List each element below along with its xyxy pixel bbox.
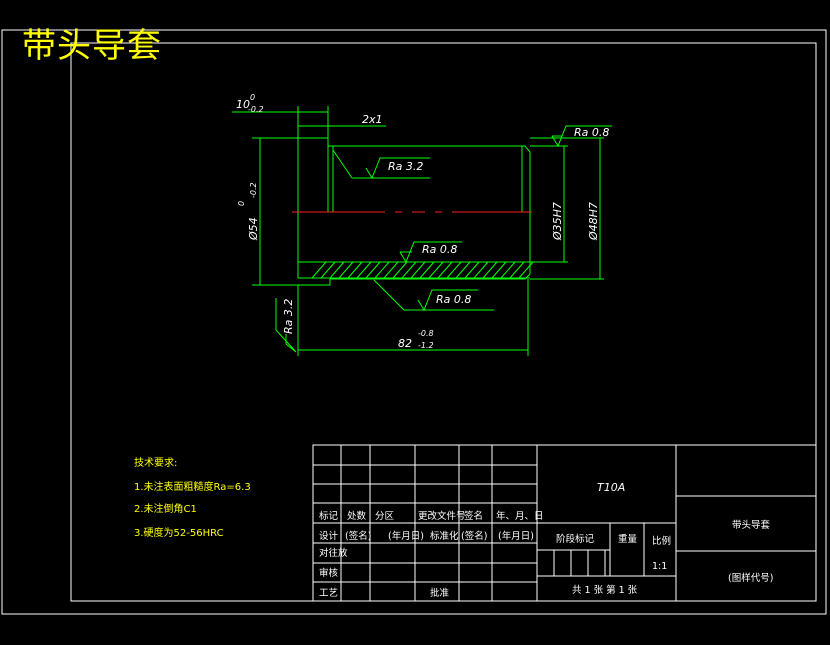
dim-bore-diameter-text: Ø35H7 xyxy=(551,202,564,241)
hatch-line xyxy=(392,261,408,279)
tb-design-sign: (签名) xyxy=(345,530,371,542)
tb-header-date: 年、月、日 xyxy=(496,510,544,522)
tb-design-label: 设计 xyxy=(319,530,339,542)
roughness-bore-text: Ra 0.8 xyxy=(422,243,457,256)
tb-approve: 批准 xyxy=(430,587,450,599)
hatch-line xyxy=(482,261,498,279)
dim-chamfer-text: 2x1 xyxy=(362,113,383,126)
tb-standard-sign: (签名) xyxy=(461,530,487,542)
hatch-line xyxy=(500,261,516,279)
hatch-line xyxy=(428,261,444,279)
tb-stage-mark: 阶段标记 xyxy=(556,533,595,545)
hatch-line xyxy=(365,261,381,279)
dim-total-upper: -0.8 xyxy=(418,329,434,338)
hatch-line xyxy=(473,261,489,279)
dim-total-length: 82 -0.8 -1.2 xyxy=(297,279,529,356)
hatch-line xyxy=(464,261,480,279)
dim-body-diameter: Ø48H7 xyxy=(530,137,604,280)
dim-total-lower: -1.2 xyxy=(418,341,434,350)
tech-requirements: 技术要求: 1.未注表面粗糙度Ra=6.3 2.未注倒角C1 3.硬度为52-5… xyxy=(134,456,251,539)
tb-sheets: 共 1 张 第 1 张 xyxy=(572,584,638,596)
tech-req-item-1: 1.未注表面粗糙度Ra=6.3 xyxy=(134,480,251,493)
hatch-line xyxy=(311,261,327,279)
roughness-groove: Ra 3.2 xyxy=(332,149,430,180)
tb-design-date: (年月日) xyxy=(388,530,424,542)
tb-scale: 比例 xyxy=(652,535,671,547)
hatch-line xyxy=(509,261,525,279)
dim-outer-diameter-text: Ø54 xyxy=(247,217,260,241)
roughness-lower-leader-text: Ra 0.8 xyxy=(436,293,471,306)
hatch-line xyxy=(374,261,390,279)
drawing-number-text: (图样代号) xyxy=(728,572,773,584)
hatch-line xyxy=(338,261,354,279)
sheet-outer-border xyxy=(1,29,827,615)
dim-length-top-lower: -0.2 xyxy=(248,105,264,114)
tb-standard-date: (年月日) xyxy=(498,530,534,542)
dim-chamfer: 2x1 xyxy=(298,113,386,127)
dim-outer-diameter: Ø54 0 -0.2 xyxy=(237,137,298,286)
hatch-line xyxy=(356,261,372,279)
tb-scale-value: 1:1 xyxy=(652,561,667,572)
dim-bore-diameter: Ø35H7 xyxy=(530,145,568,263)
hatch-line xyxy=(491,261,507,279)
material-text: T10A xyxy=(597,481,625,494)
tb-weight: 重量 xyxy=(618,533,638,545)
hatch-line xyxy=(518,261,534,279)
roughness-top-right-text: Ra 0.8 xyxy=(574,126,609,139)
dim-length-top: 10 0 -0.2 xyxy=(232,93,329,138)
tb-row-process: 工艺 xyxy=(319,588,338,599)
hatch-line xyxy=(446,261,462,279)
hatch-line xyxy=(401,261,417,279)
hatch-line xyxy=(320,261,336,279)
tech-req-heading: 技术要求: xyxy=(134,456,177,469)
roughness-left-face: Ra 3.2 xyxy=(275,298,297,353)
dim-outer-upper: 0 xyxy=(237,201,246,206)
tb-header-mark: 标记 xyxy=(319,510,339,522)
roughness-lower-leader: Ra 0.8 xyxy=(373,279,494,312)
hatch-line xyxy=(419,261,435,279)
part-name-text: 带头导套 xyxy=(732,519,771,531)
tb-header-sign: 签名 xyxy=(464,510,483,522)
hatch-line xyxy=(410,261,426,279)
title-block: T10A 带头导套 (图样代号) 标记 处数 分区 更改文件号 签名 年、月、日… xyxy=(312,444,817,602)
dim-body-diameter-text: Ø48H7 xyxy=(587,202,600,241)
tb-row-review: 审核 xyxy=(319,567,339,579)
roughness-top-right: Ra 0.8 xyxy=(551,125,612,148)
tech-req-item-2: 2.未注倒角C1 xyxy=(134,502,197,515)
hatch-line xyxy=(383,261,399,279)
roughness-groove-text: Ra 3.2 xyxy=(388,160,423,173)
hatch-line xyxy=(455,261,471,279)
tb-standard-label: 标准化 xyxy=(430,530,459,542)
dim-total-length-text: 82 xyxy=(398,337,412,350)
hatch-line xyxy=(329,261,345,279)
section-hatching xyxy=(300,261,534,279)
tb-row-check: 对往放 xyxy=(319,547,348,559)
part-section-view xyxy=(292,137,534,286)
dim-length-top-text: 10 xyxy=(236,98,250,111)
hatch-line xyxy=(347,261,363,279)
drawing-title: 带头导套 xyxy=(22,26,162,66)
roughness-bore: Ra 0.8 xyxy=(399,241,462,264)
tb-header-zone: 分区 xyxy=(375,511,395,522)
hatch-line xyxy=(437,261,453,279)
roughness-left-face-text: Ra 3.2 xyxy=(282,299,295,334)
dim-outer-lower: -0.2 xyxy=(249,182,258,198)
tb-header-count: 处数 xyxy=(347,510,367,522)
tb-header-doc: 更改文件号 xyxy=(418,510,466,522)
dim-length-top-upper: 0 xyxy=(250,93,255,102)
tech-req-item-3: 3.硬度为52-56HRC xyxy=(134,526,224,539)
